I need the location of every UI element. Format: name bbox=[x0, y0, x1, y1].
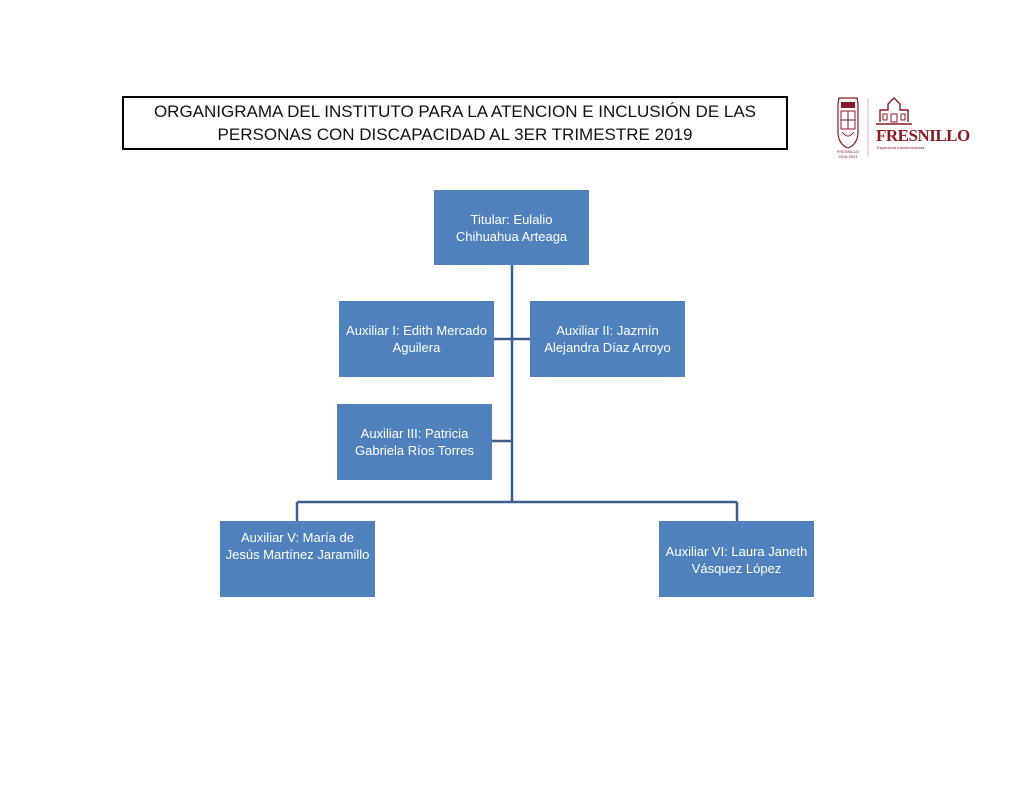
page-title-line-2: PERSONAS CON DISCAPACIDAD AL 3ER TRIMEST… bbox=[217, 125, 693, 144]
logo-tagline: Esperanza transformadora bbox=[877, 145, 925, 150]
node-line: Auxiliar II: Jazmín bbox=[556, 323, 659, 338]
node-line: Chihuahua Arteaga bbox=[455, 228, 568, 244]
node-line: Auxiliar III: Patricia bbox=[360, 426, 469, 441]
seal-caption: FRESNILLO 2018-2021 bbox=[836, 149, 860, 159]
node-line: Alejandra Díaz Arroyo bbox=[544, 340, 671, 355]
node-line: Aguilera bbox=[392, 340, 441, 355]
org-node-titular: Titular: Eulalio Chihuahua Arteaga bbox=[434, 190, 589, 265]
node-line: Titular: Eulalio bbox=[470, 211, 553, 227]
org-node-auxiliar-iii: Auxiliar III: Patricia Gabriela Ríos Tor… bbox=[337, 404, 492, 480]
org-node-auxiliar-i: Auxiliar I: Edith Mercado Aguilera bbox=[339, 301, 494, 377]
org-node-auxiliar-vi: Auxiliar VI: Laura Janeth Vásquez López bbox=[659, 521, 814, 597]
fresnillo-wordmark: FRESNILLO bbox=[876, 126, 970, 145]
org-node-auxiliar-v: Auxiliar V: María de Jesús Martínez Jara… bbox=[220, 521, 375, 597]
node-line: Jesús Martínez Jaramillo bbox=[225, 547, 370, 562]
node-line: Auxiliar V: María de bbox=[241, 530, 354, 545]
org-node-auxiliar-ii: Auxiliar II: Jazmín Alejandra Díaz Arroy… bbox=[530, 301, 685, 377]
node-line: Vásquez López bbox=[691, 561, 782, 576]
fresnillo-logo bbox=[837, 97, 912, 156]
node-line: Auxiliar VI: Laura Janeth bbox=[665, 544, 808, 559]
page-title-line-1: ORGANIGRAMA DEL INSTITUTO PARA LA ATENCI… bbox=[153, 102, 757, 121]
node-line: Gabriela Ríos Torres bbox=[355, 443, 474, 458]
page-title: ORGANIGRAMA DEL INSTITUTO PARA LA ATENCI… bbox=[122, 96, 788, 150]
node-line: Auxiliar I: Edith Mercado bbox=[346, 323, 487, 338]
